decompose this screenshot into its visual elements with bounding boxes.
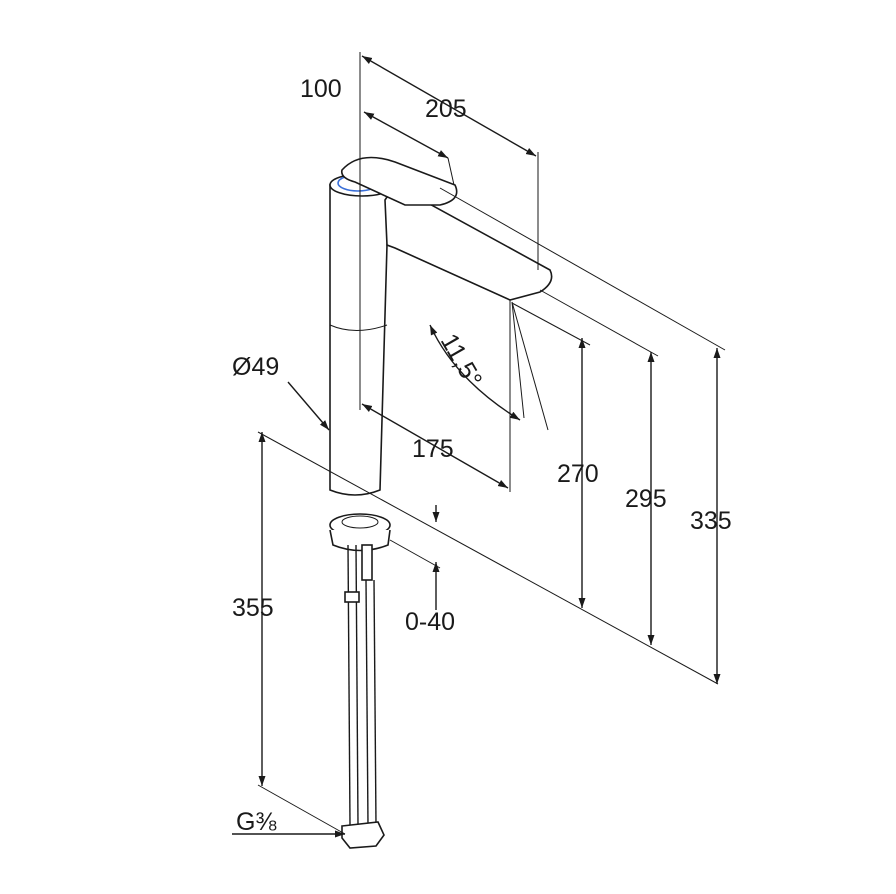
label-175: 175	[412, 435, 454, 463]
label-diameter: Ø49	[232, 353, 279, 381]
dim-angle: 11,5°	[429, 301, 549, 431]
column-joint	[329, 324, 388, 331]
label-270: 270	[557, 460, 599, 488]
threaded-rod	[361, 544, 373, 581]
hose-right-b	[373, 579, 377, 826]
spout-edge	[394, 247, 511, 301]
dim-295: 295	[539, 289, 667, 645]
dim-thread: G⅜	[232, 808, 345, 838]
label-205: 205	[425, 95, 467, 123]
faucet-body	[329, 156, 553, 496]
hose-clip	[344, 591, 360, 603]
label-thread: G⅜	[236, 808, 276, 836]
hose-left-b	[355, 544, 359, 826]
hose-left	[347, 544, 351, 826]
lever-handle-edge	[354, 181, 406, 206]
dim-0-40: 0-40	[389, 505, 455, 636]
dim-205: 205	[359, 52, 539, 270]
label-angle: 11,5°	[435, 329, 488, 392]
label-295: 295	[625, 485, 667, 513]
label-335: 335	[690, 507, 732, 535]
mounting-hardware	[329, 513, 391, 849]
hose-right	[365, 579, 369, 826]
dim-diameter: Ø49	[232, 353, 330, 431]
faucet-column	[329, 184, 396, 496]
dim-355: 355	[232, 432, 346, 835]
connection-fitting	[341, 821, 385, 849]
mounting-nut	[329, 529, 391, 552]
label-355: 355	[232, 594, 274, 622]
label-0-40: 0-40	[405, 608, 455, 636]
dim-270: 270	[511, 302, 599, 608]
mounting-washer-inner	[341, 515, 379, 529]
label-100: 100	[300, 75, 342, 103]
dim-335: 335	[439, 187, 732, 684]
base-plane-line	[257, 431, 719, 685]
